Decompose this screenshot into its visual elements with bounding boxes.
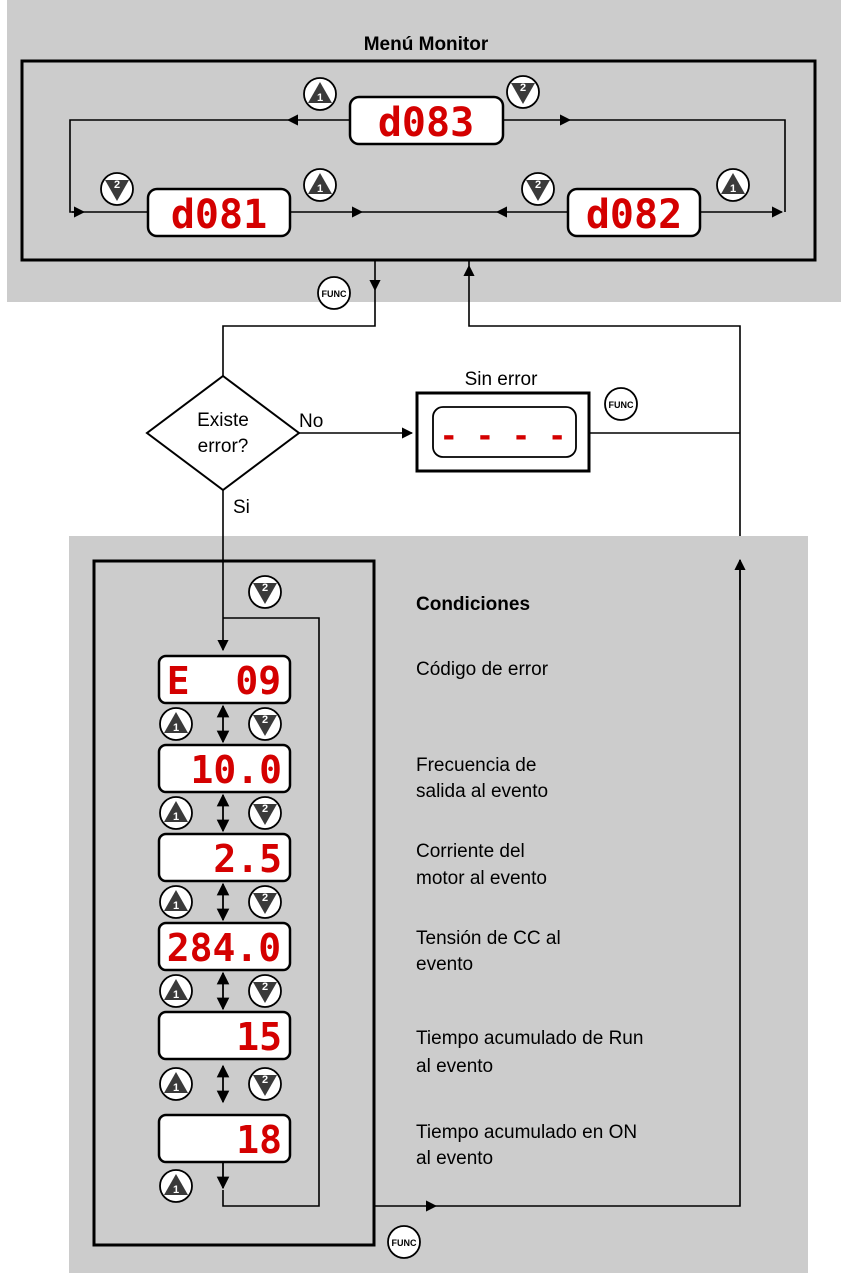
svg-text:1: 1 [173,1184,179,1196]
display-d082-text: d082 [586,192,682,238]
conditions-frame [92,559,376,1247]
monitor-menu-title: Menú Monitor [364,34,489,55]
svg-text:2: 2 [114,179,120,191]
func-key-icon[interactable]: FUNC [317,276,351,310]
display-d082: d082 [566,187,702,238]
svg-text:1: 1 [730,183,736,195]
svg-text:1: 1 [173,989,179,1001]
condition-label-line1: Código de error [416,659,549,680]
svg-text:FUNC: FUNC [322,289,347,299]
condition-item: 18 Tiempo acumulado en ON al evento [157,1113,637,1169]
condition-label-line1: Tiempo acumulado de Run [416,1028,643,1049]
condition-label-line1: Tiempo acumulado en ON [416,1122,637,1143]
up-key-icon[interactable]: 1 [303,168,337,202]
up-key-icon[interactable]: 1 [159,707,193,741]
condition-item: 10.0 Frecuencia de salida al evento [157,743,548,802]
svg-text:2: 2 [262,1074,268,1086]
svg-text:2: 2 [535,179,541,191]
svg-text:2: 2 [520,82,526,94]
condition-label-line1: Tensión de CC al [416,928,561,949]
svg-text:1: 1 [173,1082,179,1094]
no-error-title: Sin error [465,369,539,390]
decision-line1: Existe [197,410,249,431]
condition-label-line2: motor al evento [416,868,547,889]
condition-item: 284.0 Tensión de CC al evento [157,921,561,975]
svg-text:2: 2 [262,714,268,726]
condition-label-line2: evento [416,954,473,975]
up-key-icon[interactable]: 1 [159,1067,193,1101]
condition-label-line2: salida al evento [416,781,548,802]
up-key-icon[interactable]: 1 [159,796,193,830]
svg-text:1: 1 [173,900,179,912]
condition-display: 18 [236,1118,282,1162]
svg-text:1: 1 [173,722,179,734]
down-key-icon[interactable]: 2 [100,172,134,206]
svg-text:1: 1 [317,183,323,195]
condition-display: E 09 [167,659,281,703]
condition-label-line1: Frecuencia de [416,755,536,776]
func-key-icon[interactable]: FUNC [604,387,638,421]
decision-line2: error? [198,436,249,457]
func-key-icon[interactable]: FUNC [387,1225,421,1259]
condition-display: 10.0 [190,748,282,792]
down-key-icon[interactable]: 2 [521,172,555,206]
svg-text:FUNC: FUNC [392,1238,417,1248]
svg-text:2: 2 [262,981,268,993]
svg-text:2: 2 [262,582,268,594]
svg-text:2: 2 [262,803,268,815]
conditions-title: Condiciones [416,594,530,615]
monitor-menu-frame [20,59,817,262]
svg-text:2: 2 [262,892,268,904]
down-key-icon[interactable]: 2 [248,796,282,830]
up-key-icon[interactable]: 1 [716,168,750,202]
error-decision: Existe error? [145,374,301,492]
down-key-icon[interactable]: 2 [248,885,282,919]
svg-text:1: 1 [173,811,179,823]
condition-item: 2.5 Corriente del motor al evento [157,832,547,889]
down-key-icon[interactable]: 2 [506,75,540,109]
up-key-icon[interactable]: 1 [159,885,193,919]
up-key-icon[interactable]: 1 [159,974,193,1008]
condition-display: 2.5 [213,837,282,881]
down-key-icon[interactable]: 2 [248,974,282,1008]
condition-label-line2: al evento [416,1056,493,1077]
no-error-display: - - - - [415,391,591,473]
down-key-icon[interactable]: 2 [248,1067,282,1101]
condition-label-line2: al evento [416,1148,493,1169]
display-d083: d083 [348,95,505,146]
condition-display: 284.0 [167,926,281,970]
display-d081-text: d081 [171,192,267,238]
display-d081: d081 [146,187,292,238]
down-key-icon[interactable]: 2 [248,575,282,609]
up-key-icon[interactable]: 1 [159,1169,193,1203]
svg-text:FUNC: FUNC [609,400,634,410]
condition-label-line1: Corriente del [416,841,525,862]
yes-label: Si [233,497,250,518]
display-d083-text: d083 [378,100,474,146]
condition-item: E 09 Código de error [157,654,549,705]
monitor-panel [7,0,841,302]
down-key-icon[interactable]: 2 [248,707,282,741]
up-key-icon[interactable]: 1 [303,77,337,111]
condition-item: 15 Tiempo acumulado de Run al evento [157,1010,643,1077]
no-label: No [299,411,323,432]
no-error-display-text: - - - - [440,419,566,454]
svg-text:1: 1 [317,92,323,104]
condition-display: 15 [236,1015,282,1059]
